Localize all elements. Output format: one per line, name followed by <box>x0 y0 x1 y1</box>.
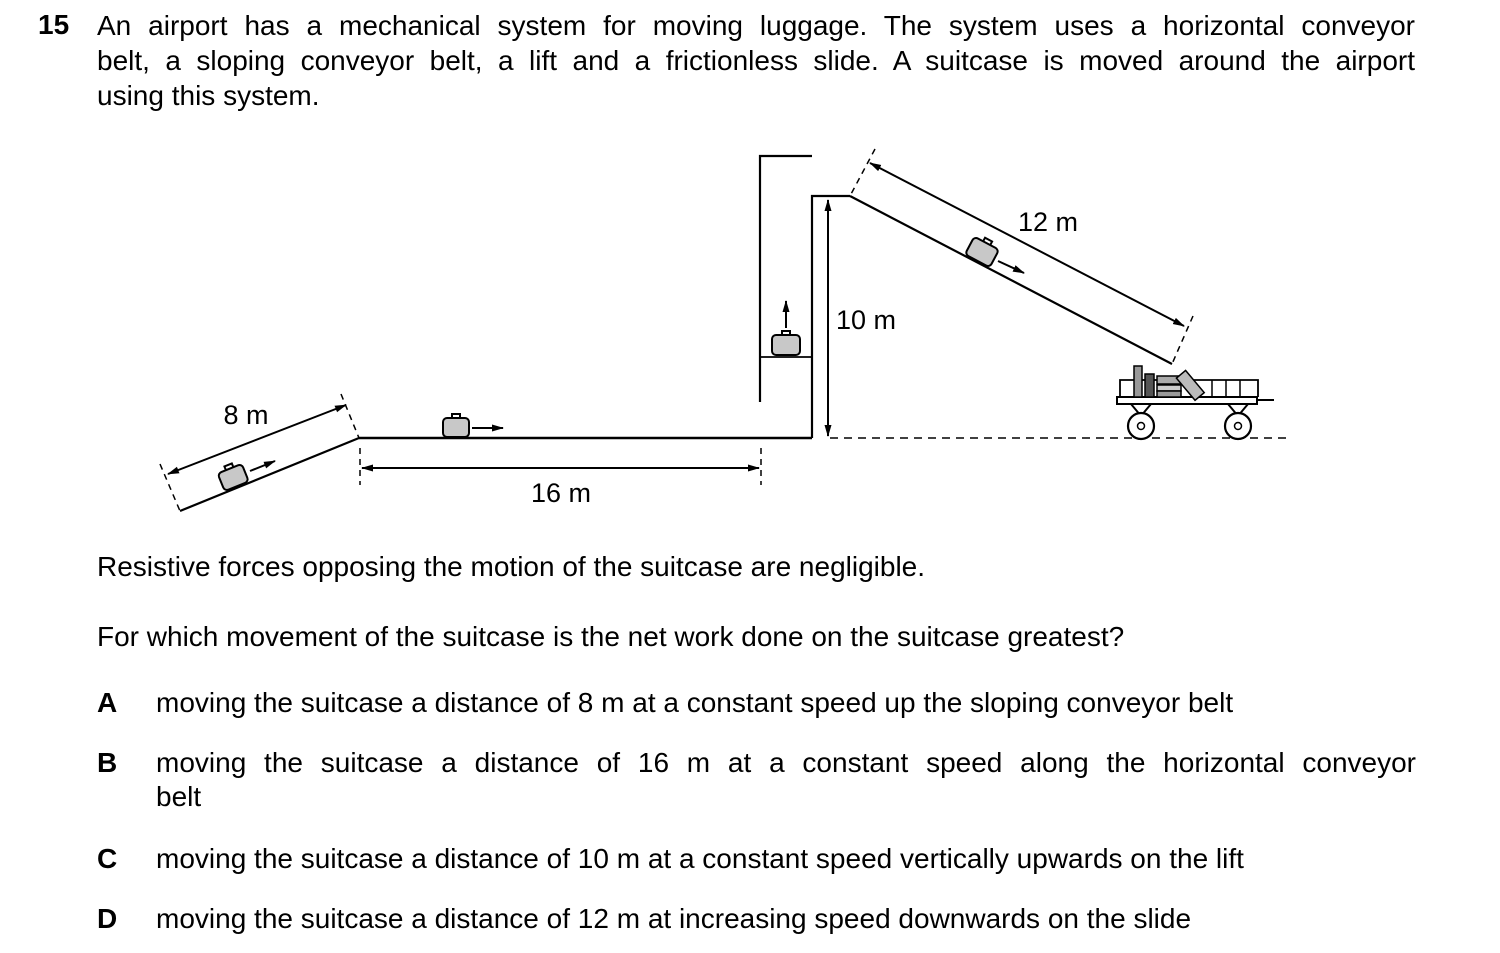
prompt-text: For which movement of the suitcase is th… <box>97 621 1125 652</box>
suitcase-icon <box>442 413 470 438</box>
frictionless-slide <box>849 148 1194 365</box>
lift <box>758 154 850 438</box>
suitcase-icon <box>965 236 999 267</box>
luggage-trolley-icon <box>1116 365 1274 441</box>
option-a-text: moving the suitcase a distance of 8 m at… <box>156 687 1234 718</box>
statement-text: Resistive forces opposing the motion of … <box>97 551 926 582</box>
suitcase-icon <box>771 330 801 356</box>
suitcase-icon <box>217 462 249 491</box>
option-b-letter: B <box>97 747 118 778</box>
lift-label: 10 m <box>836 305 896 335</box>
option-b-line-2: belt <box>156 781 202 812</box>
slide-label: 12 m <box>1018 207 1078 237</box>
option-b-text: moving the suitcase a distance of 16 m a… <box>156 746 1416 814</box>
option-d-letter: D <box>97 903 118 934</box>
option-d-text: moving the suitcase a distance of 12 m a… <box>156 903 1192 934</box>
sloping-belt-dimension-arrow <box>167 404 347 475</box>
option-c-letter: C <box>97 843 118 874</box>
stem-line-1: An airport has a mechanical system for m… <box>97 10 1415 41</box>
stem-line-3: using this system. <box>97 80 320 111</box>
option-b-line-1: moving the suitcase a distance of 16 m a… <box>156 747 1416 778</box>
sloping-conveyor-belt <box>159 393 360 513</box>
option-a-letter: A <box>97 687 118 718</box>
stem-line-2: belt, a sloping conveyor belt, a lift an… <box>97 45 1415 76</box>
option-c-text: moving the suitcase a distance of 10 m a… <box>156 843 1244 874</box>
horizontal-conveyor-belt <box>359 413 812 485</box>
horizontal-belt-label: 16 m <box>531 478 591 508</box>
luggage-system-diagram: 8 m 16 m 10 m <box>159 148 1292 513</box>
sloping-belt-label: 8 m <box>223 400 268 430</box>
motion-arrow-icon <box>997 260 1025 274</box>
question-stem: An airport has a mechanical system for m… <box>97 8 1415 113</box>
slide-dimension-arrow <box>869 162 1185 327</box>
motion-arrow-icon <box>249 460 276 472</box>
question-number: 15 <box>38 9 70 40</box>
